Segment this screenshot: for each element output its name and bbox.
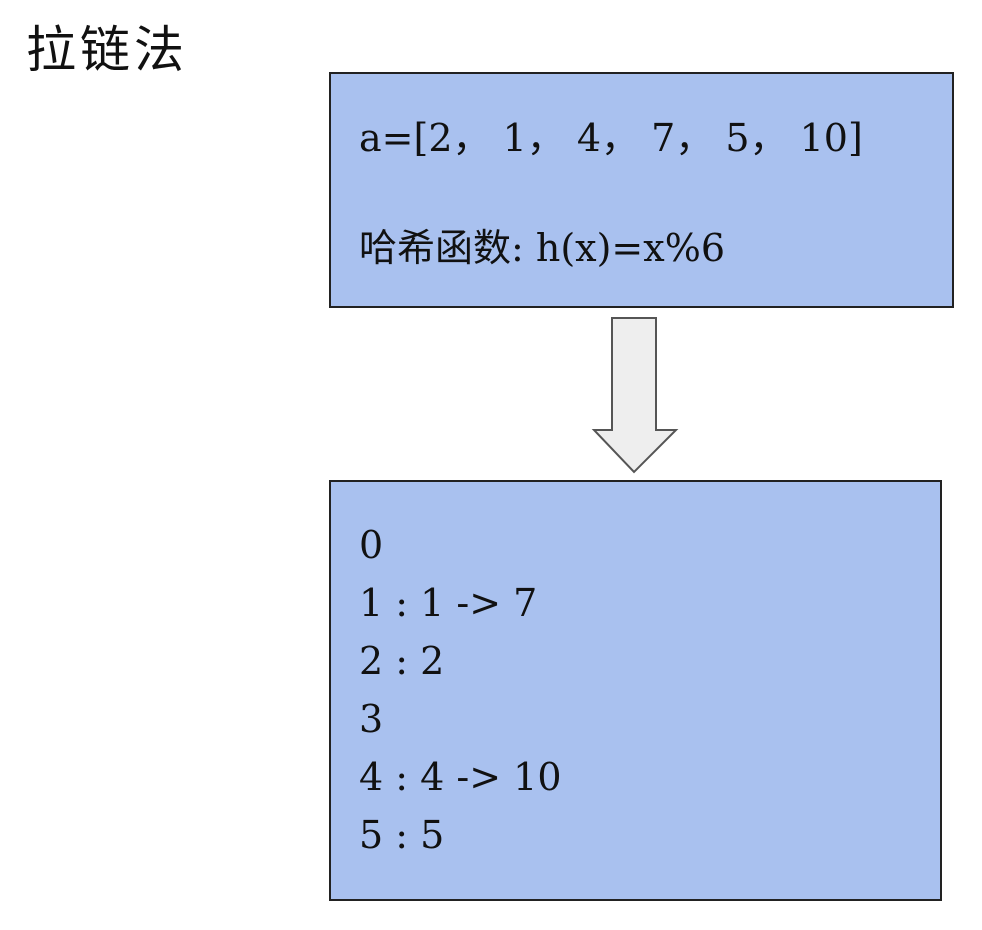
bucket-row-2: 2 : 2 <box>359 639 445 683</box>
bucket-row-0: 0 <box>359 523 384 567</box>
bucket-row-1: 1 : 1 -> 7 <box>359 581 538 625</box>
array-definition: a=[2， 1， 4， 7， 5， 10] <box>359 116 863 160</box>
result-box: 0 1 : 1 -> 7 2 : 2 3 4 : 4 -> 10 5 : 5 <box>329 480 942 901</box>
input-box: a=[2， 1， 4， 7， 5， 10] 哈希函数: h(x)=x%6 <box>329 72 954 308</box>
bucket-row-3: 3 <box>359 697 384 741</box>
bucket-row-5: 5 : 5 <box>359 813 445 857</box>
page-title: 拉链法 <box>26 21 188 79</box>
hash-function: 哈希函数: h(x)=x%6 <box>359 226 725 270</box>
down-arrow-icon <box>591 317 679 474</box>
bucket-list: 0 1 : 1 -> 7 2 : 2 3 4 : 4 -> 10 5 : 5 <box>359 516 562 864</box>
bucket-row-4: 4 : 4 -> 10 <box>359 755 562 799</box>
